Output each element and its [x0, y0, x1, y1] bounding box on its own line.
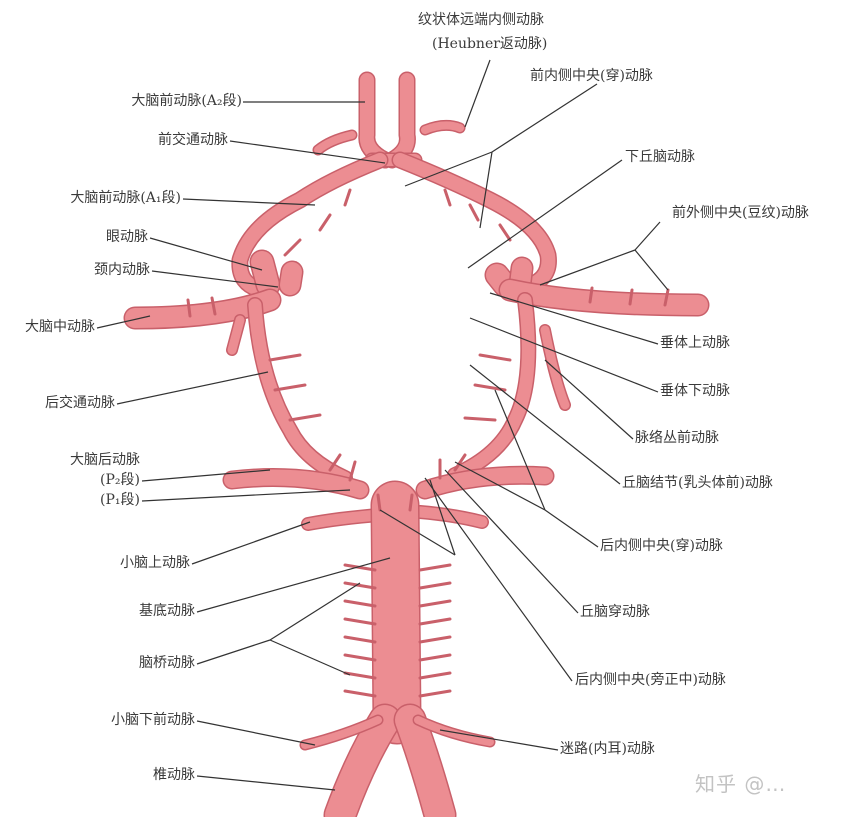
- label-thalamoperforating: 丘脑穿动脉: [580, 604, 650, 620]
- branch-artery: [408, 493, 414, 512]
- branch-artery: [328, 453, 342, 472]
- branch-artery: [376, 493, 382, 512]
- pcomm-left-artery: [248, 298, 352, 485]
- branch-artery: [288, 413, 322, 422]
- heubner-right-artery: [421, 121, 464, 134]
- label-acomm: 前交通动脉: [158, 132, 228, 148]
- label-anteromedial: 前内侧中央(穿)动脉: [530, 68, 653, 84]
- branch-artery: [418, 671, 452, 680]
- branch-artery: [418, 689, 452, 698]
- branch-artery: [418, 563, 452, 572]
- branch-artery: [418, 635, 452, 644]
- branch-artery: [273, 383, 307, 392]
- label-sca: 小脑上动脉: [120, 555, 190, 571]
- label-heubner: 纹状体远端内侧动脉: [418, 12, 544, 28]
- label-vertebral: 椎动脉: [153, 767, 195, 783]
- branch-artery: [318, 213, 332, 232]
- choroidal-left-artery: [227, 315, 245, 355]
- ica-left-2-artery: [280, 262, 302, 295]
- label-ophthalmic: 眼动脉: [106, 229, 148, 245]
- branch-artery: [343, 581, 377, 590]
- branch-artery: [343, 653, 377, 662]
- choroidal-right-artery: [540, 325, 570, 410]
- branch-artery: [343, 188, 352, 207]
- watermark: 知乎 @…: [695, 772, 787, 796]
- label-pontine: 脑桥动脉: [139, 655, 195, 671]
- branch-artery: [588, 286, 594, 304]
- heubner-left-artery: [314, 131, 356, 154]
- branch-artery: [343, 617, 377, 626]
- branch-artery: [343, 635, 377, 644]
- aca-a1-right-artery: [393, 153, 556, 295]
- vertebral-left-artery: [325, 705, 400, 817]
- branch-artery: [628, 288, 634, 306]
- branch-artery: [418, 581, 452, 590]
- basilar-artery: [372, 482, 420, 743]
- label-aca-a1: 大脑前动脉(A₁段): [70, 190, 181, 206]
- branch-artery: [343, 563, 377, 572]
- ica-left-artery: [251, 251, 279, 296]
- mca-right-artery: [500, 280, 708, 315]
- branch-artery: [443, 188, 452, 207]
- aca-a2-left-artery: [359, 73, 392, 167]
- label-sup-hypophyseal: 垂体上动脉: [660, 335, 730, 351]
- label-labyrinthine: 迷路(内耳)动脉: [560, 741, 655, 757]
- branch-artery: [418, 599, 452, 608]
- branch-artery: [453, 453, 467, 472]
- vertebral-right-artery: [395, 705, 455, 817]
- label-ica: 颈内动脉: [94, 262, 150, 278]
- aica-left-artery: [301, 716, 382, 749]
- branch-artery: [343, 689, 377, 698]
- aca-a1-left-artery: [232, 153, 387, 297]
- label-pca-p2: (P₂段): [100, 472, 140, 488]
- label-pcomm: 后交通动脉: [45, 395, 115, 411]
- branch-artery: [186, 298, 192, 318]
- label-hypothalamic: 下丘脑动脉: [625, 149, 695, 165]
- label-aica: 小脑下前动脉: [111, 712, 195, 728]
- branch-artery: [343, 599, 377, 608]
- branch-artery: [663, 288, 670, 307]
- branch-artery: [268, 353, 302, 362]
- branch-artery: [478, 353, 512, 362]
- pca-left-artery: [224, 469, 368, 498]
- aica-right-artery: [414, 716, 494, 746]
- label-ant-choroidal: 脉络丛前动脉: [635, 430, 719, 446]
- label-thalamotuberal: 丘脑结节(乳头体前)动脉: [622, 475, 773, 491]
- branch-artery: [348, 460, 357, 482]
- leader-lines: [96, 59, 669, 791]
- label-paramedian: 后内侧中央(旁正中)动脉: [575, 672, 726, 688]
- label-inf-hypophyseal: 垂体下动脉: [660, 383, 730, 399]
- label-basilar: 基底动脉: [139, 603, 195, 619]
- label-anterolateral: 前外侧中央(豆纹)动脉: [672, 205, 809, 221]
- branch-artery: [463, 416, 497, 422]
- branch-artery: [343, 671, 377, 680]
- label-mca: 大脑中动脉: [25, 319, 95, 335]
- branch-artery: [283, 238, 302, 257]
- branch-artery: [498, 223, 512, 242]
- branch-artery: [210, 296, 217, 316]
- branch-artery: [418, 617, 452, 626]
- label-aca-a2: 大脑前动脉(A₂段): [131, 93, 242, 109]
- label-posteromedial: 后内侧中央(穿)动脉: [600, 538, 723, 554]
- branch-artery: [418, 653, 452, 662]
- label-pca-p1: (P₁段): [100, 492, 140, 508]
- label-heubner-alt: (Heubner返动脉): [432, 36, 548, 52]
- label-pca: 大脑后动脉: [70, 452, 140, 468]
- branch-artery: [468, 203, 480, 222]
